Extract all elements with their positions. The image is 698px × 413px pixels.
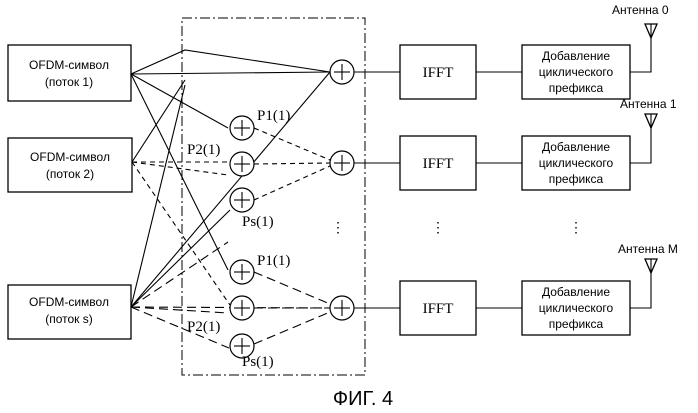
- summer-3: [330, 296, 354, 320]
- antenna-1-label: Антенна 1: [620, 97, 677, 111]
- svg-text:Добавление: Добавление: [542, 285, 610, 299]
- ifft-block-1: IFFT: [400, 45, 476, 99]
- label-p1-g2: P1(1): [257, 108, 290, 124]
- mixer-group-2: P1(1) P2(1) Ps(1): [187, 108, 290, 230]
- figure-caption: ФИГ. 4: [333, 388, 393, 410]
- label-p2-g3: P2(1): [187, 319, 220, 335]
- antenna-m: Антенна M: [618, 242, 678, 273]
- stream-1-line2: (поток 1): [45, 75, 93, 89]
- mixer-p1-g2: [230, 116, 254, 140]
- stream-1-line1: OFDM-символ: [29, 58, 109, 72]
- svg-text:префикса: префикса: [549, 317, 604, 331]
- ifft-block-2: IFFT: [400, 136, 476, 190]
- antenna-0: Антенна 0: [612, 3, 669, 40]
- mixer-p1-g3: [230, 260, 254, 284]
- mixer-p2-g3: [230, 296, 254, 320]
- stream-2-line2: (поток 2): [46, 167, 94, 181]
- antenna-m-label: Антенна M: [618, 242, 678, 256]
- stream-box-1: OFDM-символ (поток 1): [8, 45, 131, 101]
- ellipsis-ifft: ⋮: [431, 221, 445, 236]
- prefix-block-3: Добавление циклического префикса: [522, 281, 630, 335]
- stream-box-s: OFDM-символ (поток s): [8, 285, 131, 339]
- svg-text:циклического: циклического: [539, 65, 614, 79]
- antenna-0-label: Антенна 0: [612, 3, 669, 17]
- prefix-block-2: Добавление циклического префикса: [522, 136, 630, 190]
- prefix-block-1: Добавление циклического префикса: [522, 45, 630, 99]
- svg-text:циклического: циклического: [539, 156, 614, 170]
- summer-2: [330, 151, 354, 175]
- svg-text:Добавление: Добавление: [542, 49, 610, 63]
- svg-text:IFFT: IFFT: [423, 156, 454, 172]
- mixer-ps-g2: [230, 188, 254, 212]
- svg-text:префикса: префикса: [549, 172, 604, 186]
- label-ps-g3: Ps(1): [242, 354, 274, 370]
- stream-box-2: OFDM-символ (поток 2): [8, 138, 132, 192]
- stream-2-line1: OFDM-символ: [30, 150, 110, 164]
- ellipsis-summers: ⋮: [331, 221, 345, 236]
- summer-1: [330, 60, 354, 84]
- label-p2-g2: P2(1): [187, 142, 220, 158]
- svg-text:циклического: циклического: [539, 301, 614, 315]
- svg-text:IFFT: IFFT: [423, 301, 454, 317]
- label-ps-g2: Ps(1): [242, 214, 274, 230]
- svg-text:префикса: префикса: [549, 81, 604, 95]
- mixer-p2-g2: [230, 152, 254, 176]
- ellipsis-prefix: ⋮: [569, 221, 583, 236]
- ifft-block-3: IFFT: [400, 281, 476, 335]
- svg-text:IFFT: IFFT: [423, 65, 454, 81]
- stream-s-line1: OFDM-символ: [29, 295, 109, 309]
- label-p1-g3: P1(1): [257, 253, 290, 269]
- antenna-1: Антенна 1: [620, 97, 677, 128]
- stream-s-line2: (поток s): [45, 312, 93, 326]
- svg-text:Добавление: Добавление: [542, 140, 610, 154]
